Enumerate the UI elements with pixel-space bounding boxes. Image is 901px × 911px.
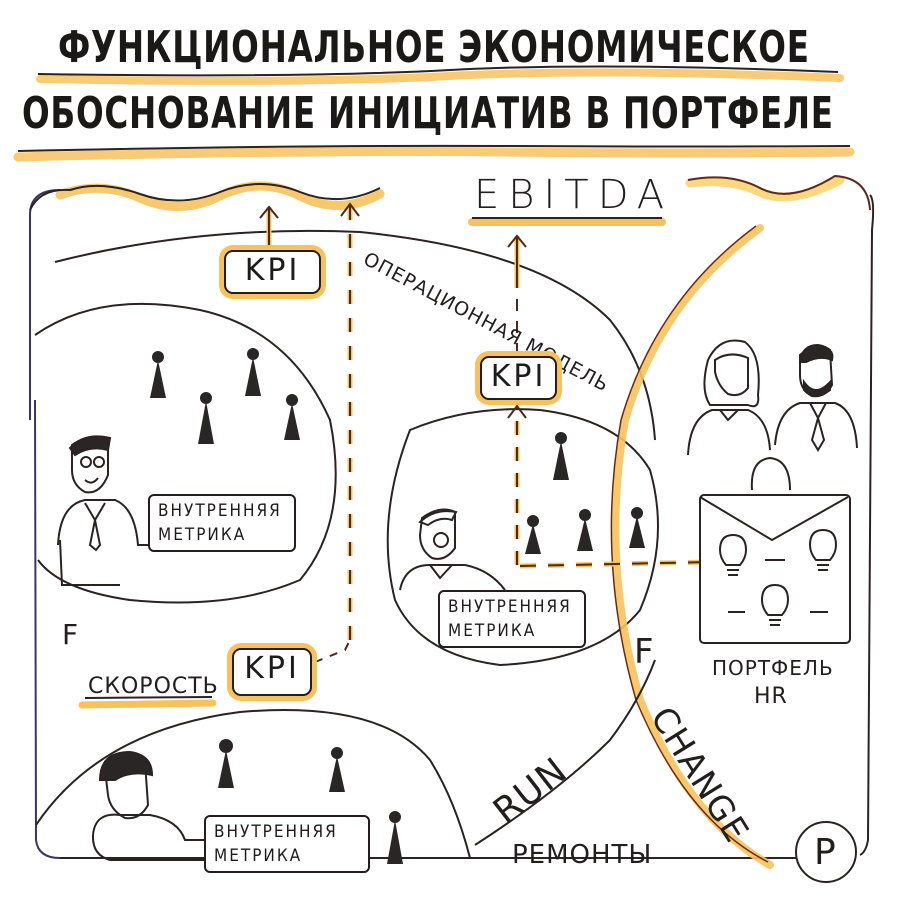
- internal-metric-box-center: ВНУТРЕННЯЯ МЕТРИКА: [438, 590, 586, 648]
- internal-metric-box-bottom: ВНУТРЕННЯЯ МЕТРИКА: [204, 815, 370, 873]
- person-curly-icon: [91, 750, 205, 861]
- metric-line-2: МЕТРИКА: [214, 846, 303, 866]
- metric-line-1: ВНУТРЕННЯЯ: [158, 501, 282, 521]
- kpi-label: KPI: [490, 359, 547, 394]
- person-beard-icon: [774, 343, 858, 452]
- title-line-1: ФУНКЦИОНАЛЬНОЕ ЭКОНОМИЧЕСКОЕ: [58, 22, 810, 73]
- ebitda-label: EBITDA: [474, 172, 674, 218]
- speed-label: СКОРОСТЬ: [88, 674, 219, 699]
- portfolio-hr-label: HR: [754, 684, 788, 709]
- metric-line-2: МЕТРИКА: [448, 621, 537, 641]
- metric-line-2: МЕТРИКА: [158, 525, 247, 545]
- briefcase-icon: [699, 456, 851, 644]
- person-glasses-icon: [57, 435, 148, 586]
- person-center-icon: [399, 508, 506, 591]
- metric-line-1: ВНУТРЕННЯЯ: [448, 597, 572, 617]
- f-label-right: F: [634, 632, 655, 672]
- p-badge: P: [814, 832, 837, 873]
- repairs-label: РЕМОНТЫ: [512, 840, 653, 870]
- kpi-box-top-left: KPI: [224, 250, 321, 294]
- kpi-label: KPI: [244, 253, 301, 288]
- title-line-2: ОБОСНОВАНИЕ ИНИЦИАТИВ В ПОРТФЕЛЕ: [22, 88, 834, 139]
- portfolio-label: ПОРТФЕЛЬ: [712, 656, 834, 680]
- internal-metric-box-left: ВНУТРЕННЯЯ МЕТРИКА: [148, 494, 296, 552]
- f-label-left: F: [62, 618, 80, 651]
- kpi-box-speed: KPI: [232, 648, 312, 696]
- metric-line-1: ВНУТРЕННЯЯ: [214, 822, 338, 842]
- kpi-label: KPI: [244, 651, 300, 686]
- person-woman-icon: [687, 339, 771, 456]
- kpi-box-center: KPI: [480, 356, 557, 400]
- lightbulb-icons: [718, 528, 838, 626]
